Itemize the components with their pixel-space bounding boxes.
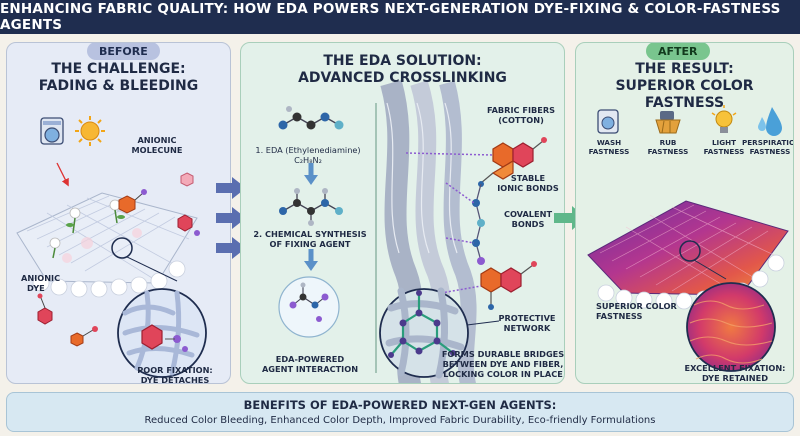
solution-title: THE EDA SOLUTION: ADVANCED CROSSLINKING	[241, 53, 564, 87]
agent-interaction-bubble	[278, 276, 340, 338]
protective-network-label: PROTECTIVE NETWORK	[498, 313, 556, 333]
durable-bridges-label: FORMS DURABLE BRIDGES BETWEEN DYE AND FI…	[441, 349, 565, 379]
drop-icon	[758, 107, 782, 136]
benefits-heading: BENEFITS OF EDA-POWERED NEXT-GEN AGENTS:	[243, 398, 557, 412]
excellent-fixation-label: EXCELLENT FIXATION: DYE RETAINED	[684, 363, 786, 383]
faded-fabric	[16, 192, 198, 298]
light-bulb-icon	[711, 105, 737, 133]
challenge-title-line2: FADING & BLEEDING	[38, 78, 199, 94]
benefits-text: Reduced Color Bleeding, Enhanced Color D…	[144, 415, 656, 426]
superior-fastness-label: SUPERIOR COLOR FASTNESS	[596, 301, 677, 321]
page-title: ENHANCING FABRIC QUALITY: HOW EDA POWERS…	[0, 0, 800, 34]
step1-label: 1. EDA (Ethylenediamine) C₂H₈N₂	[255, 145, 361, 165]
attached-dye-molecules	[478, 137, 547, 310]
eda-molecule	[278, 106, 344, 130]
poor-fixation-label: POOR FIXATION: DYE DETACHES	[137, 365, 213, 384]
after-badge: AFTER	[646, 43, 710, 60]
cotton-plant-icon	[49, 199, 125, 259]
perspiration-fastness-label: PERSPIRATIONFASTNESS	[742, 138, 793, 156]
after-illustration	[587, 105, 789, 372]
result-title-line2: SUPERIOR COLOR FASTNESS	[615, 78, 754, 111]
agent-interaction-label: EDA-POWERED AGENT INTERACTION	[261, 354, 359, 374]
before-badge: BEFORE	[87, 43, 160, 60]
solution-title-line2: ADVANCED CROSSLINKING	[298, 70, 507, 86]
before-panel: BEFORE THE CHALLENGE: FADING & BLEEDING …	[6, 42, 231, 384]
protective-network-view	[379, 287, 469, 379]
fabric-fibers-label: FABRIC FIBERS (COTTON)	[486, 105, 556, 125]
challenge-title: THE CHALLENGE: FADING & BLEEDING	[7, 61, 230, 95]
bond-chain	[405, 152, 494, 294]
after-panel: AFTER THE RESULT: SUPERIOR COLOR FASTNES…	[575, 42, 794, 384]
sun-icon	[75, 116, 105, 146]
flow-arrows-left	[216, 177, 246, 259]
brush-icon	[655, 111, 681, 134]
retained-dye-view	[686, 282, 776, 372]
washing-machine-icon	[597, 109, 619, 134]
result-title: THE RESULT: SUPERIOR COLOR FASTNESS	[576, 61, 793, 112]
solution-title-line1: THE EDA SOLUTION:	[323, 53, 482, 69]
benefits-banner: BENEFITS OF EDA-POWERED NEXT-GEN AGENTS:…	[6, 392, 794, 432]
fixing-agent-molecule	[279, 188, 343, 226]
step2-label: 2. CHEMICAL SYNTHESIS OF FIXING AGENT	[253, 229, 367, 249]
before-illustration	[16, 116, 207, 378]
washing-machine-icon	[40, 117, 64, 145]
solution-panel: THE EDA SOLUTION: ADVANCED CROSSLINKING …	[240, 42, 565, 384]
anionic-dye-label: ANIONIC DYE	[21, 273, 61, 293]
dye-molecules	[37, 172, 200, 347]
solution-illustration	[278, 79, 547, 383]
anionic-molecule-label: ANIONIC MOLECUNE	[131, 135, 183, 155]
challenge-title-line1: THE CHALLENGE:	[51, 61, 186, 77]
covalent-bonds-label: COVALENT BONDS	[503, 209, 553, 229]
magnified-view	[117, 288, 207, 378]
ionic-bonds-label: STABLE IONIC BONDS	[497, 173, 559, 193]
result-title-line1: THE RESULT:	[635, 61, 734, 77]
